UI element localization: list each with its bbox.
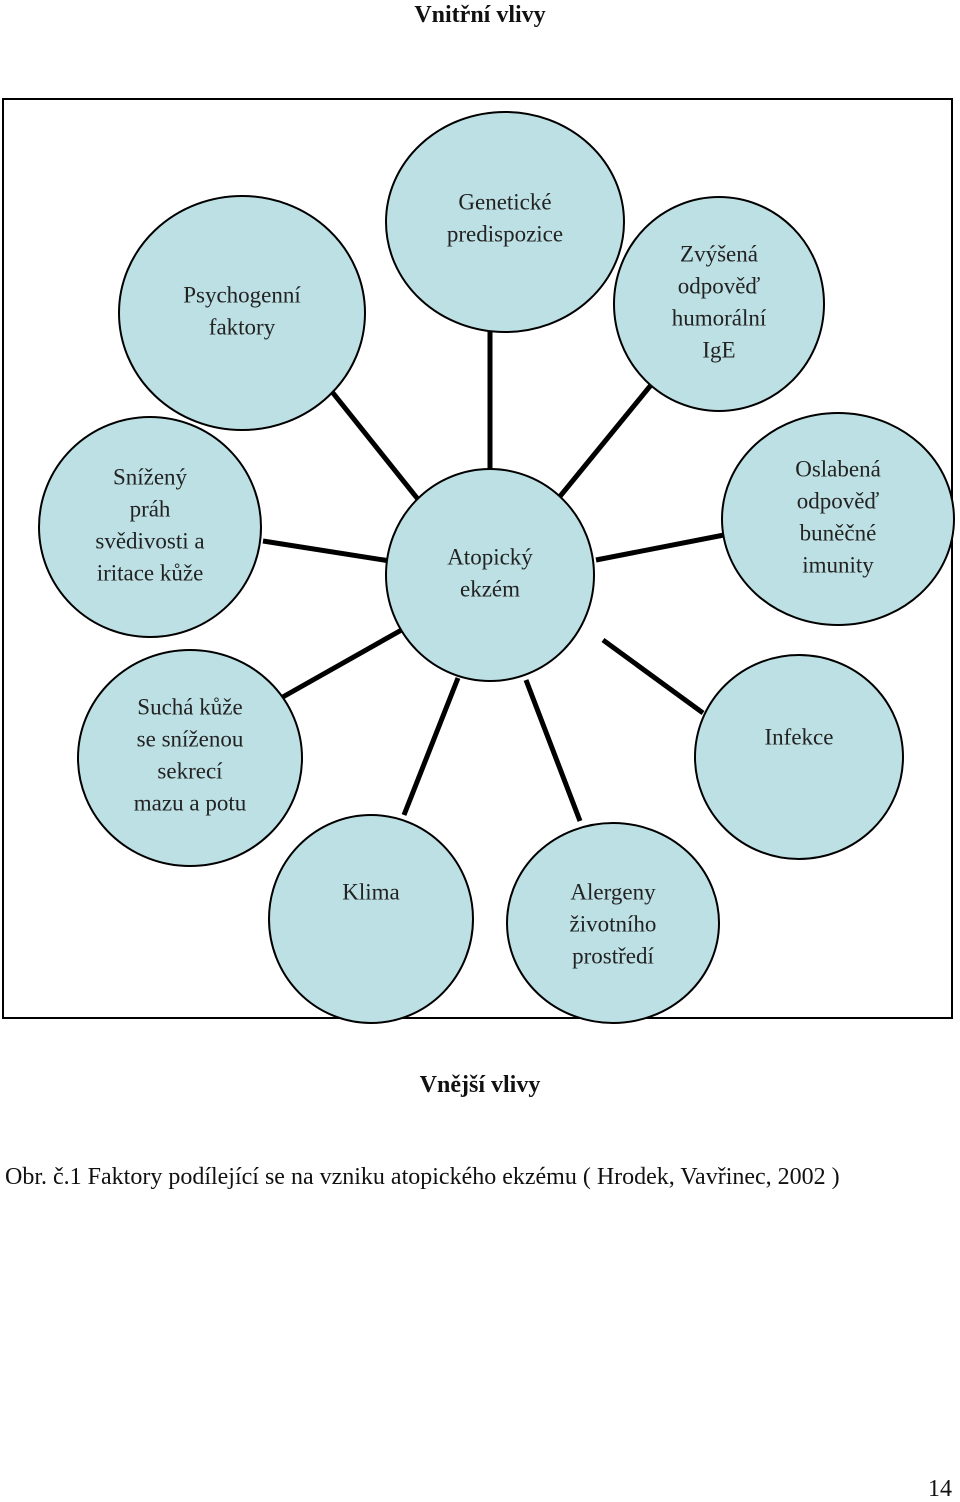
node-klima-shape <box>268 814 474 1024</box>
node-geneticke-label-line: Genetické <box>458 189 551 214</box>
node-alergeny-label-line: prostředí <box>572 943 654 968</box>
node-psychogenni: Psychogenní faktory <box>118 195 366 431</box>
node-alergeny-label-line: životního <box>570 911 657 936</box>
node-alergeny: Alergeny životního prostředí <box>506 822 720 1024</box>
figure-caption: Obr. č.1 Faktory podílející se na vzniku… <box>5 1164 840 1190</box>
connector-zvysena <box>555 383 653 502</box>
node-oslabena-label-line: odpověď <box>797 488 880 513</box>
node-zvysena-label-line: Zvýšená <box>680 241 758 266</box>
connector-alergeny <box>523 679 583 822</box>
node-center-atopicky-ekzem-label-line: ekzém <box>460 576 520 601</box>
node-geneticke-label-line: predispozice <box>447 221 563 246</box>
node-sucha-label-line: sekrecí <box>157 758 223 783</box>
node-alergeny-label-line: Alergeny <box>570 879 656 904</box>
node-psychogenni-label-line: faktory <box>209 314 276 339</box>
node-oslabena-label-line: imunity <box>802 552 874 577</box>
node-psychogenni-shape <box>118 195 366 431</box>
node-snizeny-label-line: iritace kůže <box>97 560 204 585</box>
node-snizeny-label-line: práh <box>130 496 171 521</box>
node-sucha: Suchá kůže se sníženou sekrecí mazu a potu <box>77 649 303 867</box>
node-oslabena-label-line: buněčné <box>800 520 877 545</box>
node-snizeny-shape <box>38 416 262 638</box>
node-infekce: Infekce <box>694 654 904 860</box>
node-snizeny-label-line: svědivosti a <box>95 528 204 553</box>
node-center-atopicky-ekzem-shape <box>385 468 595 682</box>
node-psychogenni-label-line: Psychogenní <box>183 282 301 307</box>
node-snizeny-label-line: Snížený <box>113 464 188 489</box>
node-sucha-shape <box>77 649 303 867</box>
connector-psychogenni <box>327 386 427 510</box>
node-alergeny-shape <box>506 822 720 1024</box>
node-zvysena-label-line: IgE <box>702 337 735 362</box>
connector-oslabena <box>595 532 725 563</box>
connector-klima <box>401 677 461 816</box>
node-sucha-label-line: se sníženou <box>137 726 244 751</box>
node-oslabena: Oslabená odpověď buněčné imunity <box>721 412 955 626</box>
node-oslabena-label-line: Oslabená <box>795 456 881 481</box>
node-center-atopicky-ekzem: Atopický ekzém <box>385 468 595 682</box>
connector-sucha <box>279 625 407 701</box>
inner-influences-heading: Vnitřní vlivy <box>414 2 546 28</box>
node-klima-label-line: Klima <box>342 879 400 904</box>
page-number: 14 <box>928 1476 952 1502</box>
node-oslabena-shape <box>721 412 955 626</box>
node-zvysena-label-line: humorální <box>672 305 767 330</box>
node-zvysena-label-line: odpověď <box>678 273 761 298</box>
node-infekce-label-line: Infekce <box>765 724 834 749</box>
node-infekce-shape <box>694 654 904 860</box>
node-zvysena-shape <box>613 196 825 412</box>
node-geneticke-shape <box>385 111 625 333</box>
connector-infekce <box>601 637 705 716</box>
node-klima: Klima <box>268 814 474 1024</box>
node-sucha-label-line: mazu a potu <box>134 790 247 815</box>
node-center-atopicky-ekzem-label-line: Atopický <box>447 544 533 569</box>
node-geneticke: Genetické predispozice <box>385 111 625 333</box>
outer-influences-heading: Vnější vlivy <box>419 1072 541 1098</box>
connector-snizeny <box>262 538 391 564</box>
node-sucha-label-line: Suchá kůže <box>137 694 242 719</box>
node-snizeny: Snížený práh svědivosti a iritace kůže <box>38 416 262 638</box>
atopic-eczema-diagram: PsychogennífaktoryGeneticképredispoziceZ… <box>38 111 955 1024</box>
